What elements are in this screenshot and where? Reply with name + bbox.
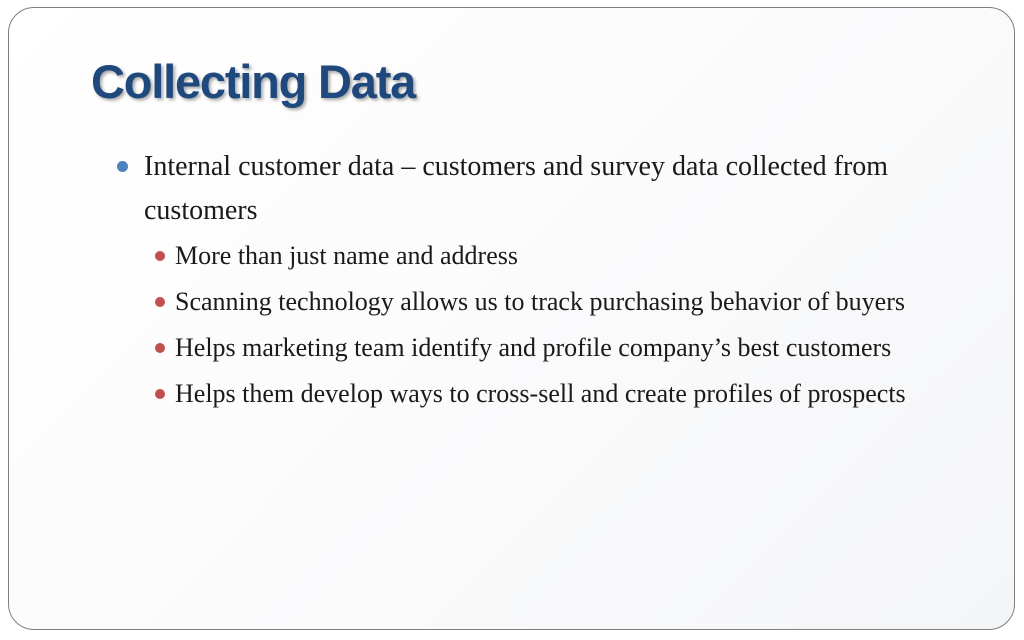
sub-bullet-text: More than just name and address <box>175 241 518 270</box>
red-bullet-icon <box>155 343 165 353</box>
red-bullet-icon <box>155 251 165 261</box>
red-bullet-icon <box>155 297 165 307</box>
bullet-text: Internal customer data – customers and s… <box>144 151 889 226</box>
slide-body: Internal customer data – customers and s… <box>112 145 982 419</box>
red-bullet-icon <box>155 389 165 399</box>
sub-bullet-item: More than just name and address <box>144 235 982 276</box>
blue-bullet-icon <box>117 161 128 172</box>
sub-bullet-text: Helps marketing team identify and profil… <box>175 333 892 362</box>
sub-bullet-text: Helps them develop ways to cross-sell an… <box>175 379 906 408</box>
bullet-internal-customer-data: Internal customer data – customers and s… <box>112 145 982 233</box>
slide-title: Collecting Data <box>91 55 416 108</box>
slide-frame: Collecting Data Internal customer data –… <box>8 7 1015 630</box>
sub-bullet-item: Scanning technology allows us to track p… <box>144 281 982 322</box>
sub-bullet-item: Helps marketing team identify and profil… <box>144 327 982 368</box>
sub-bullet-list: More than just name and address Scanning… <box>112 235 982 414</box>
sub-bullet-text: Scanning technology allows us to track p… <box>175 287 905 316</box>
sub-bullet-item: Helps them develop ways to cross-sell an… <box>144 373 982 414</box>
